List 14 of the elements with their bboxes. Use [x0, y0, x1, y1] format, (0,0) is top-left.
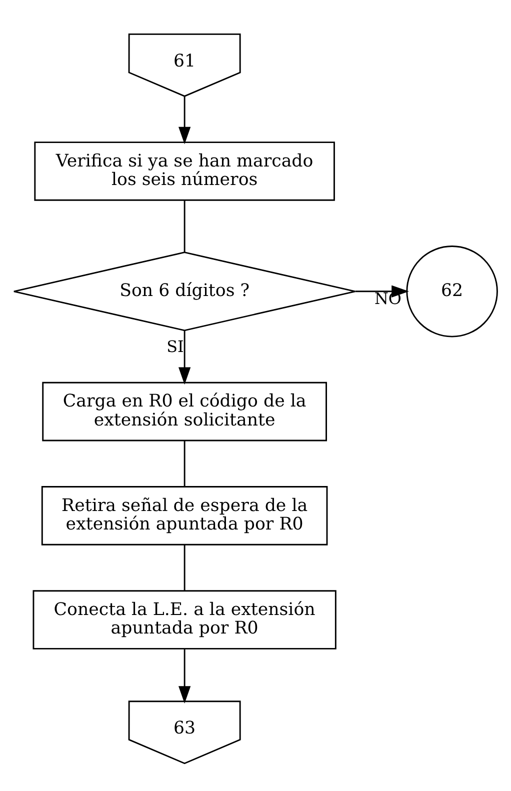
- connector: [184, 544, 186, 591]
- connector: [184, 200, 186, 252]
- arrow: [355, 285, 409, 298]
- node-circle: 62: [406, 246, 498, 338]
- edge-label: SI: [166, 337, 184, 356]
- node-box: Carga en R0 el código de la extensión solicitante: [42, 382, 327, 442]
- node-box: Verifica si ya se han marcado los seis números: [34, 142, 335, 201]
- node-box: Conecta la L.E. a la extensión apuntada por R0: [32, 590, 336, 650]
- connector: [184, 440, 186, 487]
- node-box: Retira señal de espera de la extensión apuntada por R0: [41, 486, 328, 546]
- arrow: [178, 649, 191, 704]
- arrow: [178, 96, 191, 144]
- node-diamond: Son 6 dígitos ?: [13, 252, 356, 332]
- arrow: [178, 330, 191, 385]
